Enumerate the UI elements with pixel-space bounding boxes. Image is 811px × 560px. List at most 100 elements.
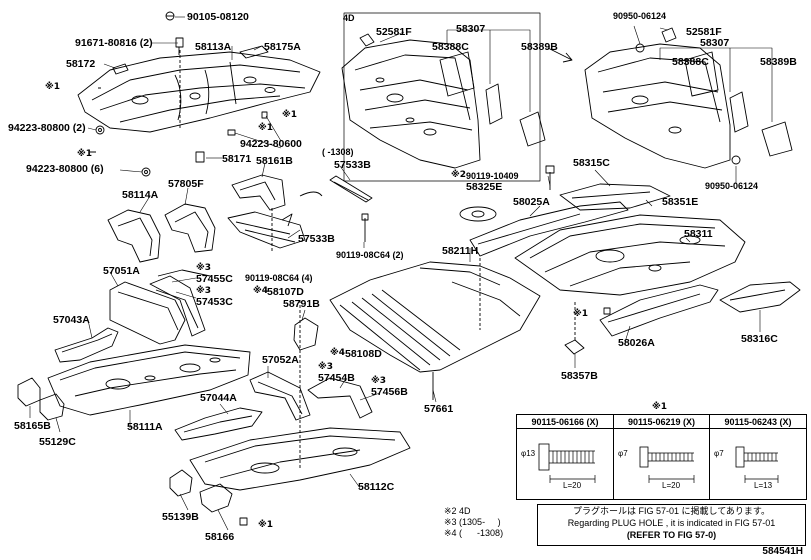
label-57043a: 57043A — [53, 314, 90, 326]
mark-x3-c: ※3 — [318, 362, 334, 372]
floor-58111a — [47, 344, 251, 416]
mark-x1-d: ※1 — [77, 149, 93, 159]
bracket-58161b — [227, 174, 323, 252]
label-58357b: 58357B — [561, 370, 598, 382]
stud-length-3: L=13 — [754, 481, 773, 490]
stud-cell-3: φ7 L=13 — [710, 429, 806, 499]
mark-x4-b: ※4 — [330, 348, 346, 358]
label-57455c: 57455C — [196, 273, 233, 285]
label-94223-80800-2: 94223-80800 (2) — [8, 122, 86, 134]
label-58389b-b: 58389B — [760, 56, 797, 68]
mark-x3-a: ※3 — [196, 263, 212, 273]
label-90950-06124-a: 90950-06124 — [613, 11, 667, 21]
rail-58026a — [599, 284, 719, 337]
label-90119-08c64-2: 90119-08C64 (2) — [336, 250, 404, 260]
rail-58025a — [469, 201, 629, 257]
dash-panel-58307-right — [584, 27, 793, 169]
note-x4: ※4 ( -1308) — [444, 528, 504, 538]
label-57533b-b: 57533B — [298, 233, 335, 245]
label-58026a: 58026A — [618, 337, 655, 349]
label-58111a: 58111A — [127, 421, 163, 433]
label-52581f-b: 52581F — [686, 26, 722, 38]
stud-bolt-3-icon — [735, 446, 779, 483]
mark-x1-e: ※1 — [258, 520, 274, 530]
arrow-dash-panel — [547, 47, 573, 63]
label-90950-06124-b: 90950-06124 — [705, 181, 759, 191]
stud-header-2: 90115-06219 (X) — [614, 415, 710, 429]
label-57661: 57661 — [424, 403, 454, 415]
label-52581f-a: 52581F — [376, 26, 412, 38]
brace-57533b — [329, 175, 373, 242]
stud-length-1: L=20 — [563, 481, 582, 490]
label-58108d: 58108D — [345, 348, 382, 360]
floor-58112c — [189, 427, 411, 491]
label-58388c-b: 58388C — [672, 56, 709, 68]
bracket-58325e — [459, 165, 555, 222]
mark-x1-f: ※1 — [573, 309, 589, 319]
note-x3: ※3 (1305- ) — [444, 517, 501, 527]
plug-note-en: Regarding PLUG HOLE , it is indicated in… — [567, 518, 776, 528]
label-90105-08120: 90105-08120 — [187, 11, 249, 23]
mark-x3-b: ※3 — [196, 286, 212, 296]
note-x2: ※2 4D — [444, 506, 471, 516]
label-57454b: 57454B — [318, 372, 355, 384]
floor-58315c — [559, 183, 671, 211]
stud-diameter-2: φ7 — [618, 449, 628, 458]
stud-header-3: 90115-06243 (X) — [710, 415, 806, 429]
brackets-58114a-57805f — [107, 203, 216, 263]
stud-bolt-2-icon — [639, 446, 695, 483]
label-58107d: 58107D — [267, 286, 304, 298]
brackets-55139b-58166 — [169, 469, 248, 526]
mark-x3-d: ※3 — [371, 376, 387, 386]
figure-id: 584541H — [762, 546, 803, 557]
label-58172: 58172 — [66, 58, 96, 70]
label-57051a: 57051A — [103, 265, 140, 277]
member-57044a — [174, 407, 263, 441]
label-58315c: 58315C — [573, 157, 610, 169]
stud-diameter-1: φ13 — [521, 449, 536, 458]
label-58791b: 58791B — [283, 298, 320, 310]
plug-note-ref: (REFER TO FIG 57-0) — [626, 530, 717, 540]
stud-cell-2: φ7 L=20 — [614, 429, 710, 499]
label-57453c: 57453C — [196, 296, 233, 308]
label-58388c-a: 58388C — [432, 41, 469, 53]
label-58113a: 58113A — [195, 41, 232, 53]
label-58389b-a: 58389B — [521, 41, 558, 53]
applicability-notes: ※2 4D ※3 (1305- ) ※4 ( -1308) — [444, 506, 503, 539]
label-90119-08c64-4: 90119-08C64 (4) — [245, 273, 313, 283]
label-57052a: 57052A — [262, 354, 299, 366]
label-58311: 58311 — [684, 228, 713, 240]
leader-lines — [29, 16, 773, 531]
label-58114a: 58114A — [122, 189, 159, 201]
stud-bolt-1-icon — [538, 443, 596, 483]
member-57043a — [54, 327, 119, 363]
label-57533b-a: 57533B — [334, 159, 371, 171]
dash-panel-58307-left — [341, 12, 546, 182]
label-94223-80600: 94223-80600 — [240, 138, 302, 150]
floor-58316c — [719, 281, 801, 313]
label-94223-80800-6: 94223-80800 (6) — [26, 163, 104, 175]
brackets-58165b-55129c — [17, 377, 65, 421]
label-58166: 58166 — [205, 531, 235, 543]
bracket-58357b — [564, 300, 585, 355]
label-57805f: 57805F — [168, 178, 204, 190]
label-58165b: 58165B — [14, 420, 51, 432]
label-57044a: 57044A — [200, 392, 237, 404]
stud-cell-1: φ13 L=20 — [517, 429, 614, 499]
rails-57051a — [109, 269, 211, 345]
rails-57052a — [249, 300, 373, 470]
stud-diameter-3: φ7 — [714, 449, 724, 458]
label-58351e: 58351E — [662, 196, 699, 208]
studs-table: 90115-06166 (X) 90115-06219 (X) 90115-06… — [516, 414, 807, 500]
mark-x2: ※2 — [451, 170, 467, 180]
plug-note-jp: プラグホールは FIG 57-01 に掲載してあります。 — [572, 506, 771, 516]
floor-58211h — [329, 258, 541, 400]
label-58112c: 58112C — [358, 481, 395, 493]
label-4d: 4D — [343, 13, 355, 23]
label-58307-a: 58307 — [456, 23, 486, 35]
floor-pan-58113a-drawing — [77, 51, 321, 133]
mark-x4-a: ※4 — [253, 286, 269, 296]
studs-table-title: ※1 — [652, 402, 668, 412]
floor-58311 — [514, 214, 746, 296]
